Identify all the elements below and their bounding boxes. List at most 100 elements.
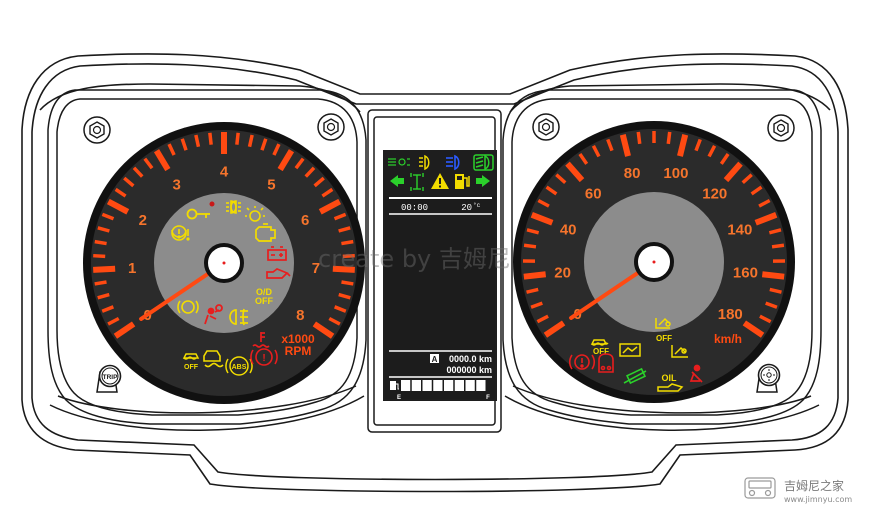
tachometer-minor-tick xyxy=(97,226,110,233)
tachometer-minor-tick xyxy=(123,176,135,188)
master-warning-icon xyxy=(431,173,449,189)
tachometer-minor-tick xyxy=(341,239,354,246)
speedometer-number: 180 xyxy=(718,306,743,323)
brake-wear-icon xyxy=(177,300,199,314)
speedometer-major-tick xyxy=(523,271,547,280)
tachometer-minor-tick xyxy=(167,143,176,156)
tachometer-minor-tick xyxy=(235,132,240,145)
speedometer-minor-tick xyxy=(526,287,539,294)
fuel-gauge-segment xyxy=(476,380,486,391)
screw-icon xyxy=(767,114,795,142)
trip-a-badge xyxy=(430,354,439,363)
hill-descent-icon xyxy=(619,343,641,357)
tachometer-minor-tick xyxy=(341,280,354,286)
tachometer-major-tick xyxy=(312,321,335,339)
tachometer: 012345678 x1000 RPM xyxy=(83,122,365,404)
speedometer-major-tick xyxy=(754,212,778,226)
brake-warning-mark: ! xyxy=(262,353,265,364)
key-icon xyxy=(186,208,210,220)
speedometer-minor-tick xyxy=(768,228,782,235)
screw-icon xyxy=(317,113,345,141)
tachometer-minor-tick xyxy=(132,166,144,178)
speedometer-minor-tick xyxy=(758,198,771,208)
speedometer-minor-tick xyxy=(555,173,567,185)
parking-light-icon xyxy=(226,200,241,214)
speedometer-minor-tick xyxy=(606,138,614,152)
fuel-gauge-segment xyxy=(433,380,443,391)
lcd-info-area xyxy=(385,196,495,399)
screw-icon xyxy=(83,116,111,144)
hill-hold-off-icon: OFF xyxy=(655,317,672,343)
speedometer-number: 20 xyxy=(554,265,571,282)
tachometer-number: 4 xyxy=(220,163,229,180)
speedometer: 020406080100120140160180 km/h OFF OFF xyxy=(513,121,795,403)
security-indicator-dot xyxy=(209,201,215,207)
speedometer-major-tick xyxy=(565,161,585,183)
od-off-label-bottom: OFF xyxy=(255,296,273,306)
tachometer-pod xyxy=(47,89,367,431)
tachometer-minor-tick xyxy=(294,157,305,170)
esp-off-icon: OFF xyxy=(182,353,200,371)
speedometer-major-tick xyxy=(761,271,785,280)
battery-icon xyxy=(267,246,287,261)
speedometer-minor-tick xyxy=(523,243,537,249)
tachometer-minor-tick xyxy=(94,280,107,286)
tachometer-minor-tick xyxy=(328,316,341,326)
fuel-gauge-segment xyxy=(401,380,411,391)
screw-icon xyxy=(532,113,560,141)
front-fog-light-icon xyxy=(419,154,430,171)
fuel-pump-icon xyxy=(390,381,399,390)
tachometer-tick-marks xyxy=(93,132,355,339)
tachometer-major-tick xyxy=(332,265,355,273)
speedometer-number: 80 xyxy=(624,165,641,182)
trip-button[interactable]: TRIP xyxy=(96,364,122,393)
speedometer-number: 60 xyxy=(585,185,602,202)
esp-off-icon: OFF xyxy=(590,339,609,356)
fuel-empty-label: E xyxy=(397,395,401,401)
speedometer-number: 100 xyxy=(663,165,688,182)
oil-pressure-icon xyxy=(266,268,291,279)
speedometer-major-tick xyxy=(619,134,631,157)
jeep-logo-icon xyxy=(744,477,776,499)
oil-level-icon: OIL xyxy=(657,373,684,392)
tachometer-minor-tick xyxy=(93,253,106,259)
tachometer-minor-tick xyxy=(321,187,334,198)
speedometer-minor-tick xyxy=(591,145,601,158)
hill-assist-icon xyxy=(671,345,688,358)
low-beam-icon xyxy=(473,154,494,171)
speedometer-minor-tick xyxy=(765,301,778,309)
od-off-label-top: O/D xyxy=(256,287,273,297)
seatbelt-icon xyxy=(689,364,703,383)
illumination-dimmer-knob[interactable] xyxy=(756,363,781,393)
tachometer-minor-tick xyxy=(338,226,351,233)
tachometer-minor-tick xyxy=(194,134,201,148)
speedometer-hub-center xyxy=(652,260,656,264)
high-beam-icon xyxy=(446,154,460,171)
tachometer-minor-tick xyxy=(143,157,154,170)
daytime-running-light-icon xyxy=(388,158,410,166)
speedometer-minor-tick xyxy=(526,228,540,235)
turn-signal-right-icon xyxy=(476,175,490,187)
speedometer-minor-tick xyxy=(759,314,772,324)
center-lcd: 00:00 20 °c A 0000.0 km 000000 km E F xyxy=(383,150,497,401)
tachometer-minor-tick xyxy=(342,253,355,259)
airbag-icon xyxy=(204,304,223,325)
tachometer-minor-tick xyxy=(247,134,254,148)
lcd-temperature-unit: °c xyxy=(473,202,481,209)
fuel-gauge-segment xyxy=(454,380,464,391)
tachometer-number: 3 xyxy=(172,177,180,194)
check-engine-icon xyxy=(255,223,276,242)
tachometer-number: 2 xyxy=(139,212,147,229)
speedometer-number: 140 xyxy=(727,221,752,238)
tachometer-minor-tick xyxy=(97,292,110,300)
abs-label: ABS xyxy=(232,364,247,371)
trip-button-label: TRIP xyxy=(103,374,118,381)
speedometer-major-tick xyxy=(723,161,743,183)
watermark-logo: 吉姆尼之家 www.jimnyu.com xyxy=(744,477,852,504)
tachometer-minor-tick xyxy=(260,138,268,151)
fuel-gauge-segment xyxy=(422,380,432,391)
speedometer-minor-tick xyxy=(536,314,549,324)
speedometer-major-tick xyxy=(530,212,554,226)
illumination-icon xyxy=(763,369,775,381)
